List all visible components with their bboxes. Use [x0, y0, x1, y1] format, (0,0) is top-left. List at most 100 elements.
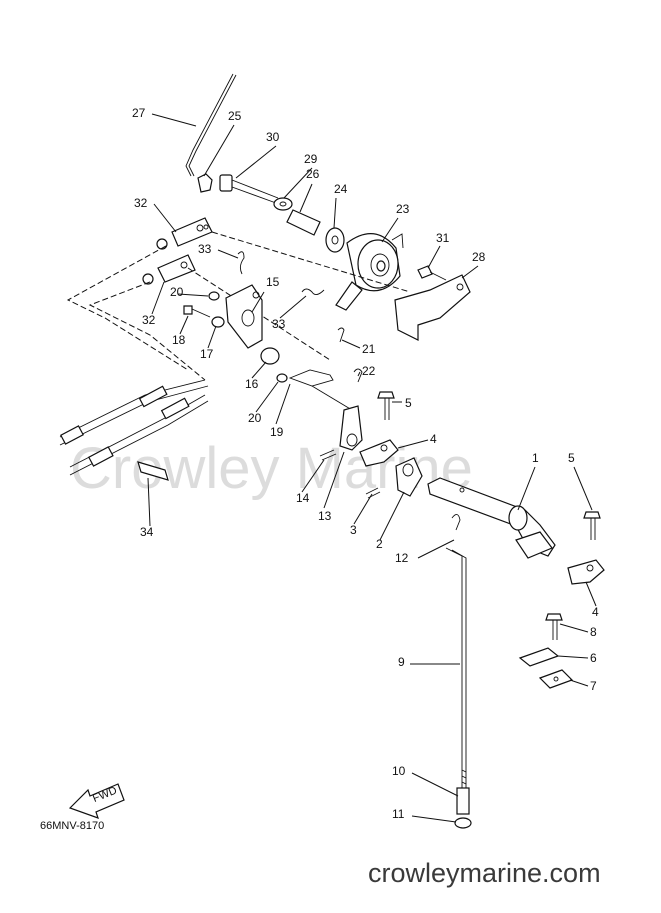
callout-1: 1 — [532, 451, 539, 465]
shift-shaft-1 — [427, 477, 556, 559]
callout-23: 23 — [396, 202, 410, 216]
plate-6 — [518, 647, 560, 667]
callout-9: 9 — [398, 655, 405, 669]
leader-line — [207, 325, 217, 349]
callout-34: 34 — [140, 525, 154, 539]
washer-20-upper — [208, 291, 220, 301]
callout-19: 19 — [270, 425, 284, 439]
callout-8: 8 — [590, 625, 597, 639]
cam-24 — [325, 227, 345, 253]
callout-12: 12 — [395, 551, 409, 565]
callout-33: 33 — [198, 242, 212, 256]
callout-33: 33 — [272, 317, 286, 331]
nut-11 — [454, 817, 472, 829]
callout-4: 4 — [592, 605, 599, 619]
bolt-5-right — [583, 511, 601, 540]
callout-17: 17 — [200, 347, 214, 361]
leader-line — [151, 113, 197, 127]
callout-2: 2 — [376, 537, 383, 551]
callout-28: 28 — [472, 250, 486, 264]
nut-upper — [156, 238, 168, 250]
callout-30: 30 — [266, 130, 280, 144]
leader-line — [251, 291, 265, 313]
bolt-31 — [417, 265, 433, 279]
callout-26: 26 — [306, 167, 320, 181]
leader-line — [323, 451, 345, 509]
link-rod-27 — [185, 73, 234, 177]
leader-line — [411, 815, 457, 823]
callout-25: 25 — [228, 109, 242, 123]
nut-lower — [142, 273, 154, 285]
callout-3: 3 — [350, 523, 357, 537]
leader-line — [585, 581, 597, 607]
bolt-8 — [545, 613, 563, 640]
leader-line — [275, 383, 291, 425]
leader-line — [255, 381, 279, 413]
clip-25 — [197, 173, 213, 193]
callout-24: 24 — [334, 182, 348, 196]
pulley-23 — [335, 233, 404, 311]
bolt-18 — [183, 305, 193, 315]
callout-20: 20 — [248, 411, 262, 425]
leader-line — [381, 217, 399, 243]
collar-26 — [286, 209, 321, 236]
bracket-28 — [394, 274, 471, 341]
leader-line — [151, 281, 165, 315]
callout-numbers: 1234455678910111213141516171819202021222… — [132, 106, 599, 821]
cable-route-b — [88, 281, 206, 381]
callout-27: 27 — [132, 106, 146, 120]
leader-line — [235, 145, 277, 179]
leader-line — [217, 249, 239, 259]
leader-line — [299, 183, 313, 213]
leader-line — [559, 623, 589, 633]
leader-line — [353, 493, 373, 525]
callout-31: 31 — [436, 231, 450, 245]
callout-6: 6 — [590, 651, 597, 665]
pin-21 — [337, 327, 345, 343]
callout-21: 21 — [362, 342, 376, 356]
lever-13 — [339, 405, 363, 451]
leader-line — [279, 295, 307, 319]
plate-7 — [538, 669, 574, 689]
callout-11: 11 — [392, 807, 405, 821]
leader-line — [573, 466, 593, 511]
fwd-arrow-icon — [68, 783, 125, 819]
leader-line — [397, 439, 429, 449]
label-plate-34 — [137, 461, 169, 481]
leader-line — [379, 491, 405, 541]
callout-5: 5 — [405, 396, 412, 410]
leader-line — [177, 293, 209, 297]
callout-10: 10 — [392, 764, 406, 778]
clamp-4-upper — [359, 439, 399, 467]
callout-20: 20 — [170, 285, 184, 299]
part-drawings: FWD — [59, 73, 605, 829]
washer-29 — [273, 197, 293, 211]
leader-line — [417, 539, 455, 559]
callout-7: 7 — [590, 679, 597, 693]
shift-rod-9 — [445, 547, 467, 790]
clip-22 — [353, 368, 363, 383]
leader-line — [517, 466, 536, 511]
lever-2 — [395, 457, 423, 497]
cable-route-a — [66, 245, 189, 371]
leader-line — [411, 772, 459, 797]
callout-32: 32 — [134, 196, 148, 210]
callout-5: 5 — [568, 451, 575, 465]
washer-20-lower — [276, 373, 288, 383]
clip-33-upper — [237, 251, 245, 275]
leader-line — [427, 245, 441, 269]
leader-line — [147, 477, 151, 527]
callout-15: 15 — [266, 275, 280, 289]
leader-line — [203, 124, 235, 177]
bolt-30-shank — [231, 179, 279, 204]
bolt-5-left — [377, 391, 395, 420]
callout-18: 18 — [172, 333, 186, 347]
callout-14: 14 — [296, 491, 310, 505]
clip-33-lower — [301, 288, 325, 295]
callout-4: 4 — [430, 432, 437, 446]
callout-29: 29 — [304, 152, 318, 166]
leader-line — [283, 167, 313, 199]
collar-16 — [260, 347, 280, 365]
clamp-4-lower — [567, 559, 605, 585]
